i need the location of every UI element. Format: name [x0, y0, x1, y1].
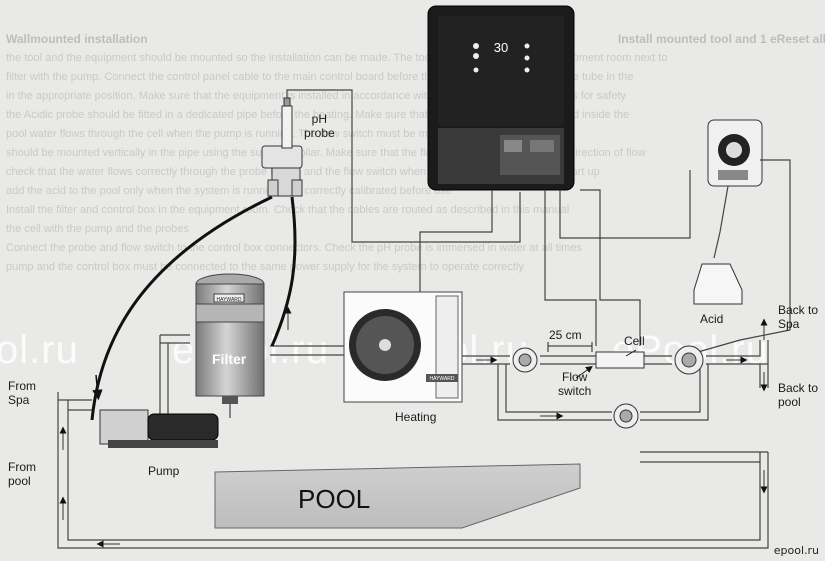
pool-pump	[99, 409, 219, 448]
background-heading: Wallmounted installation	[6, 32, 148, 46]
acid-label: Acid	[700, 312, 724, 326]
cell-valve	[674, 345, 704, 375]
cell-label: Cell	[624, 334, 645, 348]
electrolysis-cell	[595, 351, 645, 369]
control-cables	[419, 170, 691, 346]
background-line: pump and the control box must be connect…	[6, 261, 524, 273]
flow-switch-label: Flow switch	[558, 370, 592, 398]
background-heading-right: Install mounted tool and 1 eReset all	[617, 32, 825, 46]
loop-flow-arrows	[59, 426, 768, 548]
return-flow-arrows	[284, 306, 768, 420]
probe-cable	[286, 89, 521, 243]
filter-pump-pipes	[159, 334, 231, 418]
flow-switch-valve	[512, 347, 538, 373]
back-to-spa-label: Back to Spa	[778, 303, 819, 331]
bypass-valve	[613, 403, 639, 429]
acid-injection-line	[697, 159, 791, 353]
back-to-pool-label: Back to pool	[778, 381, 819, 409]
from-spa-label: From Spa	[8, 379, 36, 407]
heat-pump-brand: HAYWARD	[430, 376, 455, 382]
ph-probe-icon	[281, 97, 293, 149]
watermark: ol.ru	[0, 328, 79, 372]
sample-return-line	[270, 196, 297, 347]
acid-suction-line	[713, 185, 729, 259]
distance-dimension	[547, 342, 593, 352]
background-line: Install the filter and control box in th…	[6, 204, 570, 216]
pool-body	[214, 463, 581, 529]
pump-label: Pump	[148, 464, 180, 478]
ph-probe-label: pH probe	[304, 112, 335, 140]
acid-canister	[693, 263, 743, 305]
pool-label: POOL	[298, 484, 371, 514]
heat-pump	[343, 291, 463, 403]
return-pipes	[270, 340, 769, 421]
control-box-display: 30	[494, 40, 508, 55]
background-line: add the acid to the pool only when the s…	[6, 185, 452, 197]
from-pool-label: From pool	[8, 460, 36, 488]
acid-pump	[707, 119, 763, 187]
sample-arrow	[92, 374, 103, 401]
flow-switch-arrow	[575, 365, 593, 379]
filter-brand: HAYWARD	[217, 297, 242, 303]
distance-label: 25 cm	[549, 328, 582, 342]
heating-label: Heating	[395, 410, 437, 424]
pool-loop-pipes	[57, 392, 769, 549]
filter-tank	[195, 273, 265, 404]
cell-arrow	[625, 349, 637, 357]
control-box	[427, 5, 575, 191]
filter-label: Filter	[212, 351, 247, 367]
probe-holder	[261, 145, 303, 197]
corner-watermark: epool.ru	[773, 544, 819, 557]
background-line: the cell with the pump and the probes	[6, 223, 189, 235]
